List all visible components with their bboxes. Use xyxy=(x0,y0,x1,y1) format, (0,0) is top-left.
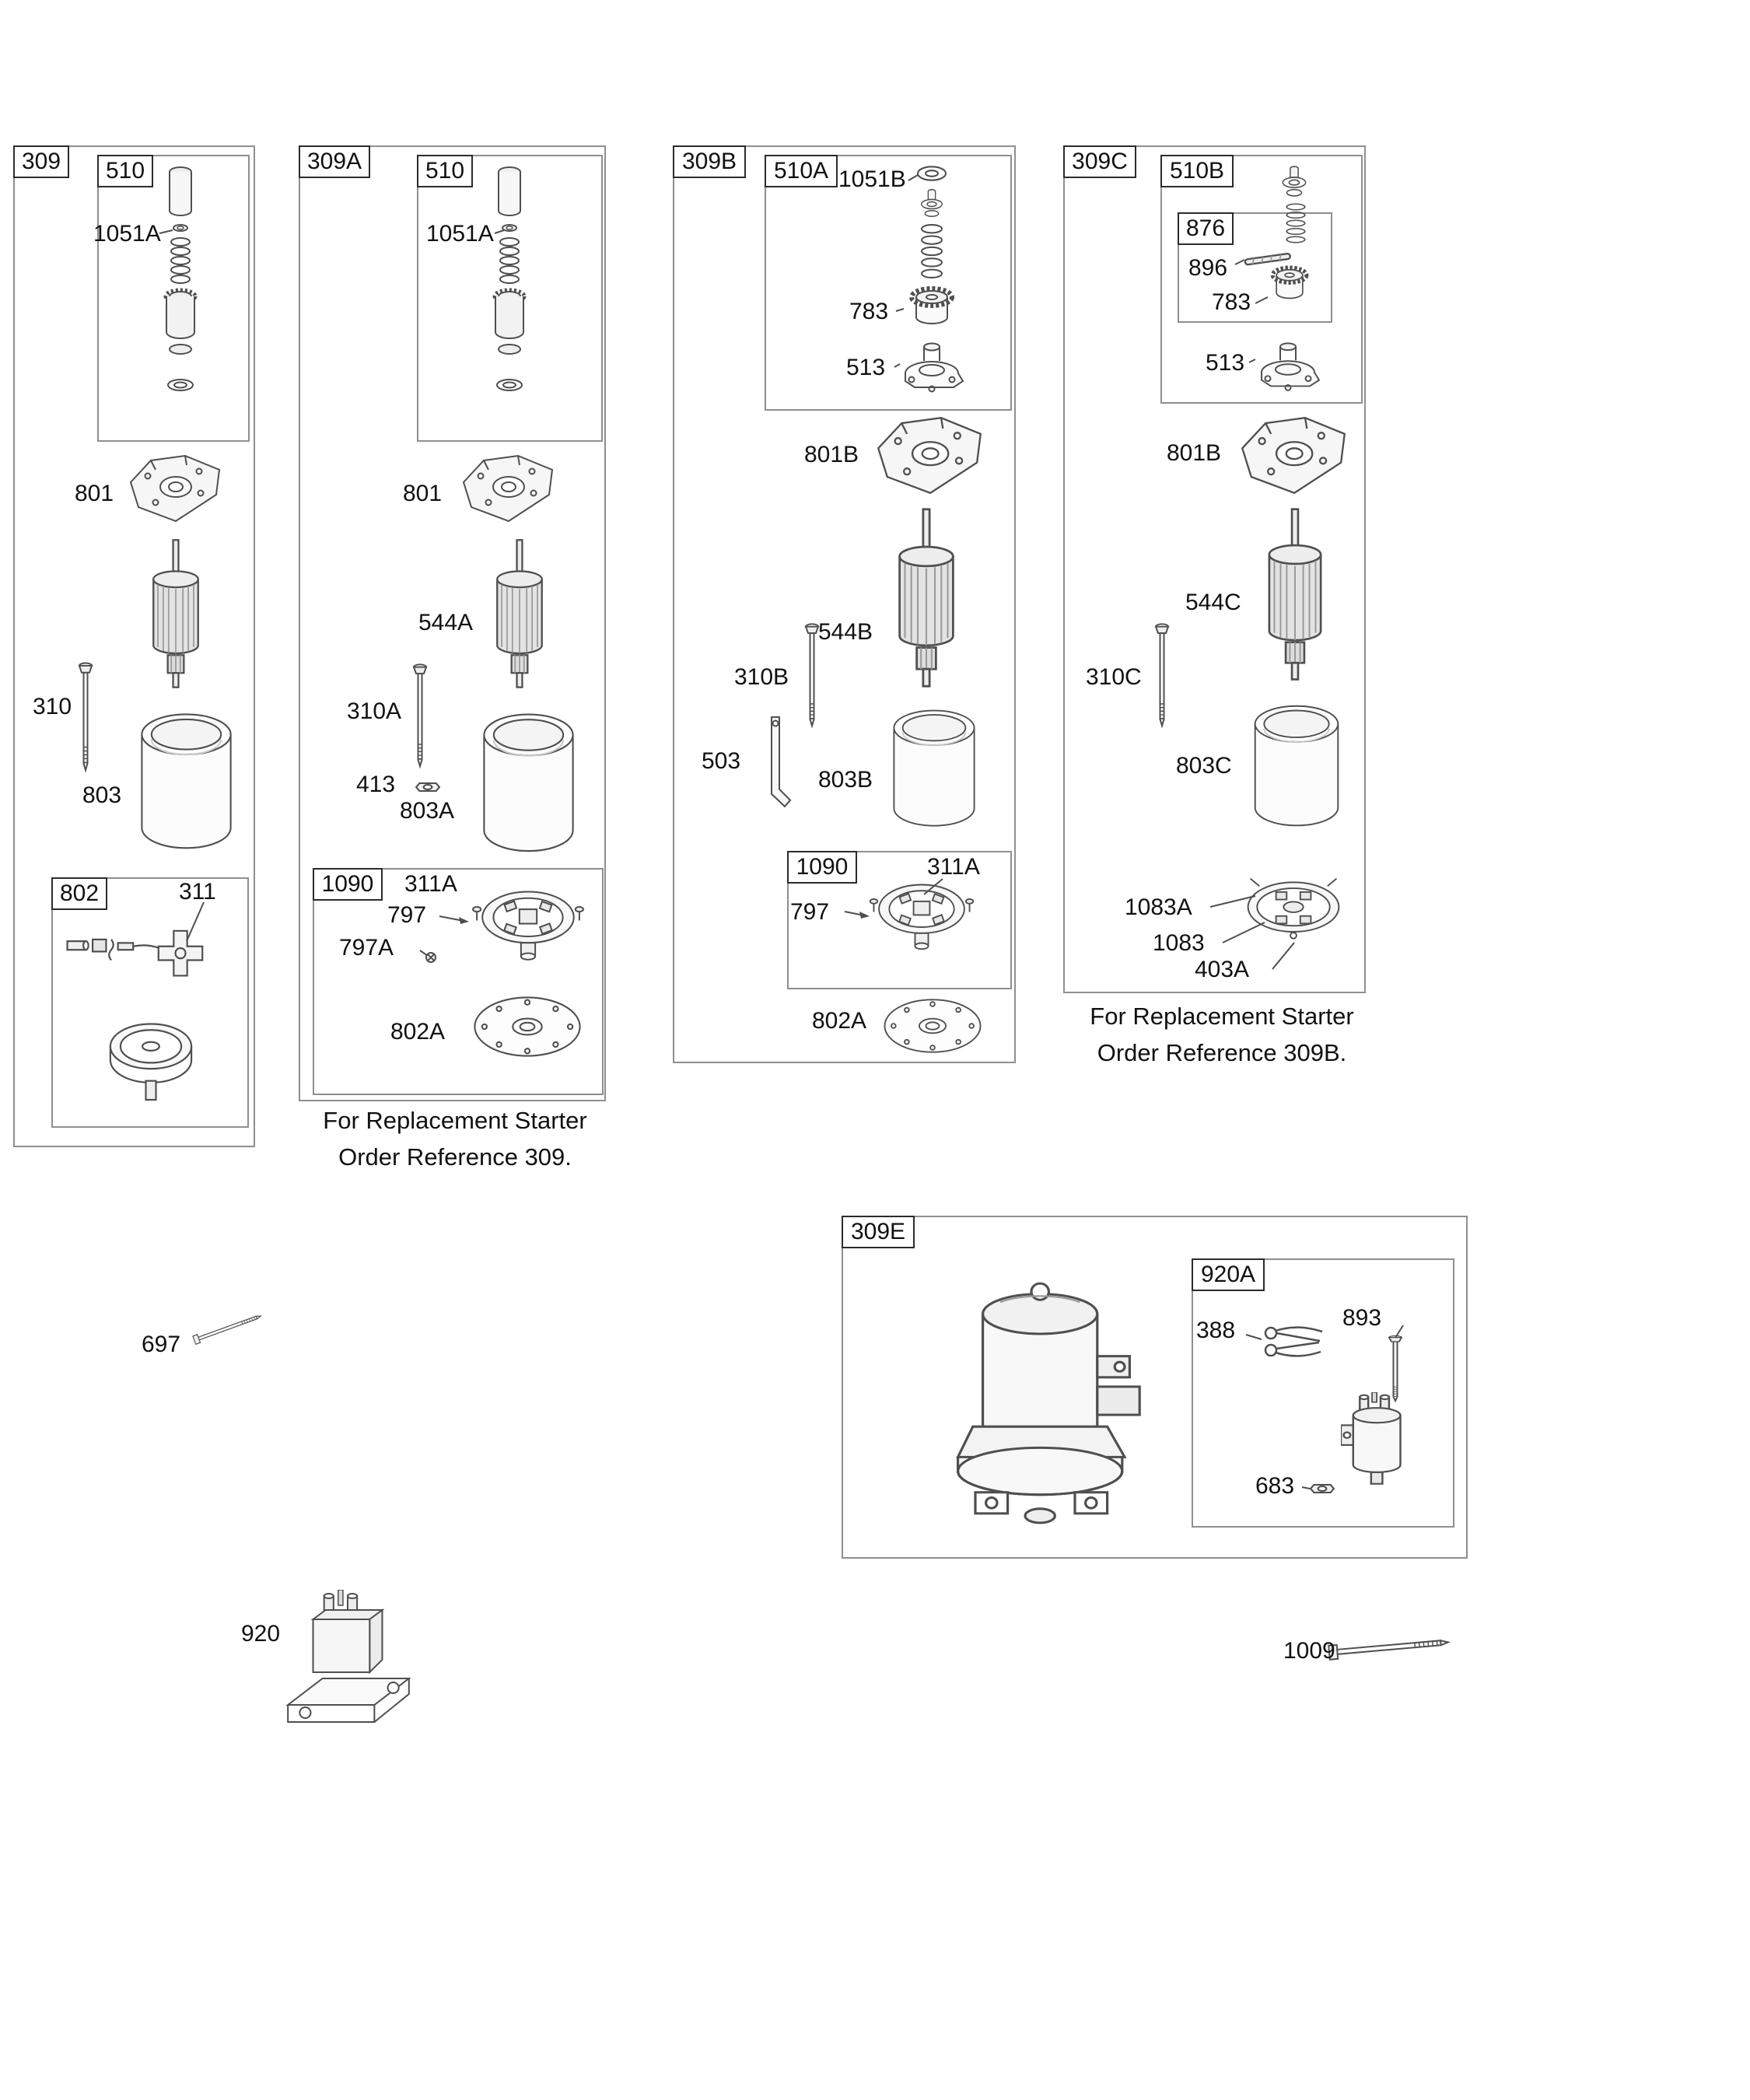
part-label-801B: 801B xyxy=(804,442,859,467)
part-label-697: 697 xyxy=(142,1332,181,1357)
box-tag-309E: 309E xyxy=(842,1216,915,1248)
part-label-310C: 310C xyxy=(1086,664,1142,690)
part-label-1083A: 1083A xyxy=(1125,894,1192,920)
part-label-513: 513 xyxy=(846,355,886,380)
part-label-311A: 311A xyxy=(927,854,980,880)
frame-876 xyxy=(1178,212,1332,323)
part-label-513: 513 xyxy=(1206,350,1245,376)
box-tag-309: 309 xyxy=(13,145,69,178)
part-label-920: 920 xyxy=(241,1621,281,1647)
box-tag-1090a: 1090 xyxy=(313,868,383,901)
part-label-403A: 403A xyxy=(1195,957,1250,982)
box-tag-309B: 309B xyxy=(673,145,746,178)
frame-309A xyxy=(299,145,606,1101)
part-label-544A: 544A xyxy=(418,610,474,635)
part-label-797: 797 xyxy=(790,899,830,925)
frame-1090-309B xyxy=(787,851,1012,989)
part-label-783: 783 xyxy=(1212,289,1251,315)
frame-510-309A xyxy=(417,155,603,442)
box-tag-510: 510 xyxy=(97,155,153,187)
part-label-802A: 802A xyxy=(390,1019,446,1045)
part-label-1051B: 1051B xyxy=(838,166,906,192)
replacement-note-309-line1: For Replacement Starter xyxy=(323,1107,587,1134)
part-label-801B: 801B xyxy=(1167,440,1222,466)
part-label-803B: 803B xyxy=(818,767,873,793)
part-label-544C: 544C xyxy=(1185,590,1241,615)
part-label-801: 801 xyxy=(75,481,114,506)
part-label-797: 797 xyxy=(387,902,427,928)
solenoid-920-art xyxy=(287,1590,410,1724)
part-label-544B: 544B xyxy=(818,619,873,645)
part-label-803A: 803A xyxy=(400,798,455,824)
part-label-896: 896 xyxy=(1188,255,1228,281)
box-tag-309C: 309C xyxy=(1063,145,1136,178)
frame-802 xyxy=(51,877,249,1128)
part-label-388: 388 xyxy=(1196,1318,1236,1343)
part-label-310B: 310B xyxy=(734,664,789,690)
part-label-1009: 1009 xyxy=(1283,1638,1335,1664)
bolt-1009-art xyxy=(1328,1634,1450,1661)
frame-1090-309A xyxy=(313,868,604,1095)
frame-309B xyxy=(673,145,1016,1063)
part-label-1051A: 1051A xyxy=(93,221,161,247)
part-label-683: 683 xyxy=(1255,1473,1295,1499)
part-label-1051A: 1051A xyxy=(426,221,494,247)
box-tag-510B: 510B xyxy=(1160,155,1234,187)
frame-510-309 xyxy=(97,155,250,442)
part-label-413: 413 xyxy=(356,772,396,797)
part-label-310A: 310A xyxy=(347,698,402,724)
replacement-note-309: For Replacement Starter Order Reference … xyxy=(272,1103,638,1175)
part-label-893: 893 xyxy=(1342,1305,1382,1331)
replacement-note-309B-line2: Order Reference 309B. xyxy=(1097,1038,1347,1066)
bolt-697-art xyxy=(192,1311,263,1345)
part-label-802A: 802A xyxy=(812,1008,867,1034)
box-tag-1090b: 1090 xyxy=(787,851,857,884)
box-tag-802: 802 xyxy=(51,877,107,910)
part-label-803C: 803C xyxy=(1176,753,1232,779)
part-label-801: 801 xyxy=(403,481,443,506)
part-label-503: 503 xyxy=(702,748,741,774)
part-label-783: 783 xyxy=(849,299,889,324)
replacement-note-309B-line1: For Replacement Starter xyxy=(1090,1003,1354,1030)
box-tag-309A: 309A xyxy=(299,145,370,178)
box-tag-510b: 510 xyxy=(417,155,473,187)
part-label-311A: 311A xyxy=(404,871,457,897)
frame-510A xyxy=(765,155,1012,411)
box-tag-920A: 920A xyxy=(1192,1258,1265,1291)
frame-309 xyxy=(13,145,255,1147)
box-tag-510A: 510A xyxy=(765,155,838,187)
replacement-note-309-line2: Order Reference 309. xyxy=(338,1143,572,1171)
frame-920A xyxy=(1192,1258,1454,1528)
part-label-803: 803 xyxy=(82,782,122,808)
replacement-note-309B: For Replacement Starter Order Reference … xyxy=(1039,999,1405,1071)
frame-309C xyxy=(1063,145,1366,993)
part-label-311: 311 xyxy=(179,879,216,905)
frame-510B xyxy=(1160,155,1363,404)
part-label-310: 310 xyxy=(33,694,72,719)
box-tag-876: 876 xyxy=(1178,212,1234,245)
frame-309E xyxy=(842,1216,1468,1559)
part-label-1083: 1083 xyxy=(1153,930,1205,956)
part-label-797A: 797A xyxy=(339,935,394,961)
